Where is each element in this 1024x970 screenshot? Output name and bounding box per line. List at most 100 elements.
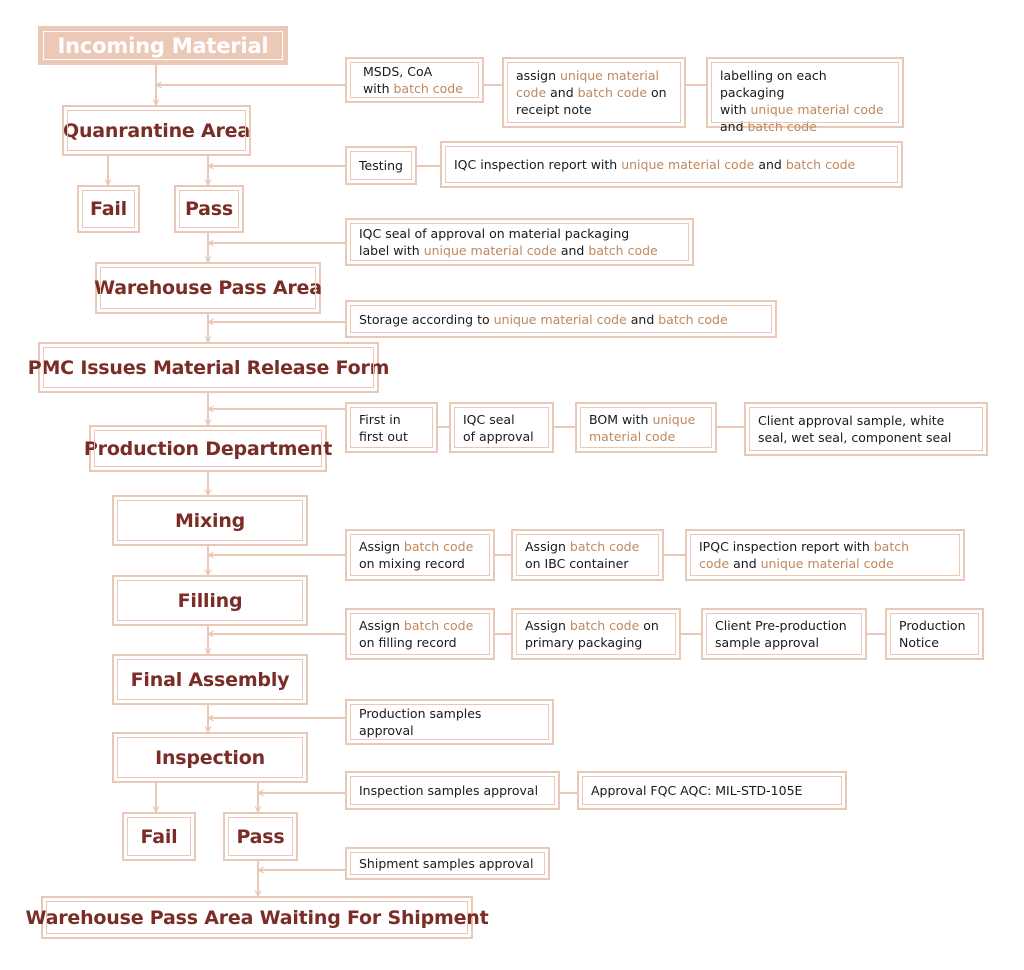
note-fqc-label: Approval FQC AQC: MIL-STD-105E [591, 783, 803, 798]
note-mixing-record: Assign batch code on mixing record [345, 529, 495, 581]
note-iqc-report-unique: unique material code [621, 157, 755, 172]
note-bom-unique: unique [652, 411, 696, 427]
note-notice-line1: Production [899, 618, 966, 633]
note-production-samples: Production samples approval [345, 699, 554, 745]
note-storage-unique: unique material code [493, 311, 627, 327]
note-primary-packaging: Assign batch code on primary packaging [511, 608, 681, 660]
note-ipqc-batch: batch [873, 539, 910, 554]
note-primary-batch: batch code [569, 618, 640, 633]
note-ipqc-unique: unique material code [760, 556, 894, 571]
note-ibc-on-container: on IBC container [525, 556, 629, 571]
note-assign-unique: unique material [560, 68, 660, 83]
note-labelling-batch: batch code [747, 119, 817, 134]
note-preprod-line2: sample approval [715, 635, 819, 650]
note-mix-on-record: on mixing record [359, 556, 465, 571]
step-fail-1: Fail [77, 185, 140, 233]
note-filling-record: Assign batch code on filling record [345, 608, 495, 660]
note-fill-batch: batch code [403, 618, 474, 633]
note-iqc-report-and: and [754, 157, 786, 172]
note-iqc-report-batch: batch code [785, 157, 856, 172]
note-primary-assign: Assign [525, 618, 570, 633]
step-pmc-release-form: PMC Issues Material Release Form [28, 342, 389, 393]
note-fqc-aqc: Approval FQC AQC: MIL-STD-105E [577, 771, 847, 810]
note-labelling-with: with [720, 102, 751, 117]
step-quarantine-area: Quanrantine Area [62, 105, 251, 156]
step-production-department: Production Department [84, 425, 332, 472]
step-warehouse-pass-area: Warehouse Pass Area [94, 262, 322, 314]
note-msds-with: with [363, 81, 394, 96]
note-prod-samples-line2: approval [359, 723, 414, 738]
note-assign-word: assign [516, 68, 560, 83]
note-ibc-assign: Assign [525, 539, 570, 554]
note-primary-packaging-text: primary packaging [525, 635, 643, 650]
note-ibc-container: Assign batch code on IBC container [511, 529, 664, 581]
note-assign-on: on [647, 85, 667, 100]
note-primary-on: on [639, 618, 659, 633]
note-storage-and: and [626, 311, 659, 327]
step-inspection-label: Inspection [155, 746, 265, 769]
step-pass-1-label: Pass [184, 198, 234, 220]
note-labelling: labelling on each packaging with unique … [706, 57, 904, 134]
note-iqc-seal-batch: batch code [588, 243, 658, 258]
note-fill-on-record: on filling record [359, 635, 457, 650]
step-shipment-label: Warehouse Pass Area Waiting For Shipment [25, 906, 489, 929]
note-labelling-and: and [720, 119, 748, 134]
note-assign-batch: batch code [577, 85, 648, 100]
note-storage: Storage according to unique material cod… [345, 300, 777, 338]
note-iqc-report-text: IQC inspection report with [454, 157, 622, 172]
step-incoming-material: Incoming Material [38, 26, 288, 65]
note-iqc-seal-label-with: label with [359, 243, 424, 258]
note-preprod-line1: Client Pre-production [715, 618, 847, 633]
step-incoming-label: Incoming Material [57, 33, 269, 58]
step-mixing: Mixing [112, 495, 308, 546]
note-iqc-seal-and: and [556, 243, 589, 258]
note-testing: Testing [345, 146, 417, 185]
note-msds-coa: MSDS, CoA with batch code [345, 57, 484, 103]
note-labelling-unique: unique material code [750, 102, 884, 117]
step-waiting-for-shipment: Warehouse Pass Area Waiting For Shipment [26, 896, 489, 939]
step-final-assembly: Final Assembly [112, 654, 308, 705]
note-fifo-line2: first out [359, 428, 408, 444]
step-pass-1: Pass [174, 185, 244, 233]
note-assign-and: and [546, 85, 578, 100]
note-iqc-seal-approval-line1: IQC seal [463, 411, 515, 427]
note-assign-receipt-note: receipt note [516, 102, 592, 117]
step-filling-label: Filling [177, 589, 243, 612]
note-ship-samples-label: Shipment samples approval [359, 856, 534, 871]
note-ipqc-report: IPQC inspection report with batch code a… [685, 529, 965, 581]
note-msds-batch-code: batch code [393, 81, 463, 96]
note-fill-assign: Assign [359, 618, 404, 633]
step-fail-2-label: Fail [140, 825, 178, 848]
note-ibc-batch: batch code [569, 539, 640, 554]
note-iqc-report: IQC inspection report with unique materi… [440, 141, 903, 188]
note-client-sample-line2: seal, wet seal, component seal [758, 430, 952, 445]
note-fifo-line1: First in [359, 411, 401, 427]
note-mix-assign: Assign [359, 539, 404, 554]
note-prod-samples-line1: Production samples [359, 706, 482, 721]
step-inspection: Inspection [112, 732, 308, 783]
step-mixing-label: Mixing [174, 509, 246, 532]
step-pass-2: Pass [223, 812, 298, 861]
note-ipqc-code: code [699, 556, 730, 571]
note-client-preproduction: Client Pre-production sample approval [701, 608, 867, 660]
note-inspection-samples: Inspection samples approval [345, 771, 560, 810]
note-mix-batch: batch code [403, 539, 474, 554]
step-quarantine-label: Quanrantine Area [63, 119, 250, 142]
step-fail-1-label: Fail [90, 198, 127, 220]
note-insp-samples-label: Inspection samples approval [359, 783, 539, 798]
step-assembly-label: Final Assembly [130, 668, 290, 691]
note-storage-text: Storage according to [359, 311, 494, 327]
note-ipqc-and: and [729, 556, 761, 571]
note-assign-code: code [516, 85, 547, 100]
step-pass-2-label: Pass [236, 825, 285, 848]
step-pmc-label: PMC Issues Material Release Form [27, 356, 390, 379]
note-shipment-samples: Shipment samples approval [345, 847, 550, 880]
note-iqc-seal-label: IQC seal of approval on material packagi… [345, 218, 694, 266]
step-filling: Filling [112, 575, 308, 626]
